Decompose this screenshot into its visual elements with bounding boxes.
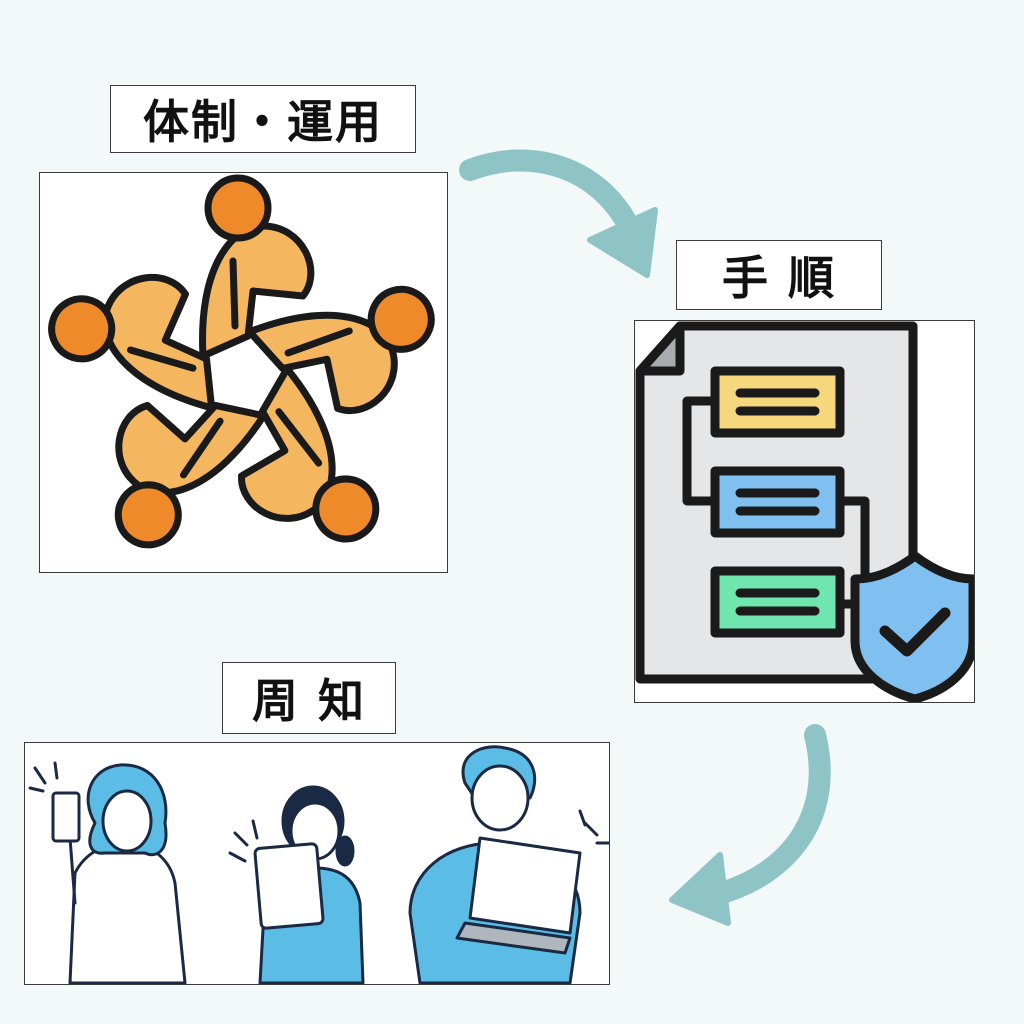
- flow-connector-left: [682, 396, 720, 506]
- flow-arrow-to-procedure: [455, 140, 665, 280]
- step-label-procedure-text: 手 順: [721, 251, 836, 305]
- procedure-flowchart-document-icon: [635, 321, 974, 702]
- team-member-2: [246, 285, 435, 414]
- people-with-devices-illustration: [28, 745, 609, 984]
- curved-arrow-icon: [669, 724, 831, 926]
- team-circle-panel: [39, 172, 448, 573]
- step-label-organization: 体制・運用: [110, 85, 416, 153]
- checkmark-icon: [879, 607, 951, 657]
- step-label-awareness-text: 周 知: [251, 674, 366, 728]
- procedure-panel: [634, 320, 975, 703]
- tablet-icon: [253, 842, 325, 930]
- document-fold: [635, 321, 685, 376]
- team-circle-illustration: [48, 174, 435, 549]
- flow-arrow-to-awareness: [660, 715, 840, 930]
- person-with-laptop: [408, 745, 609, 984]
- smartphone-icon: [51, 791, 81, 843]
- team-member-3: [237, 365, 380, 543]
- team-member-4: [114, 401, 268, 549]
- awareness-panel: [24, 742, 610, 985]
- curved-arrow-icon: [459, 149, 658, 278]
- laptop-icon: [468, 836, 582, 935]
- step-label-organization-text: 体制・運用: [143, 95, 383, 149]
- person-with-smartphone: [28, 761, 187, 984]
- shield-icon: [850, 551, 974, 702]
- step-label-awareness: 周 知: [222, 662, 396, 734]
- person-with-tablet: [228, 785, 365, 984]
- flow-card-yellow: [710, 366, 845, 438]
- team-member-1: [199, 174, 315, 360]
- flow-card-green: [710, 566, 845, 638]
- step-label-procedure: 手 順: [676, 240, 882, 310]
- team-member-5: [48, 273, 216, 412]
- flow-card-blue: [710, 466, 845, 538]
